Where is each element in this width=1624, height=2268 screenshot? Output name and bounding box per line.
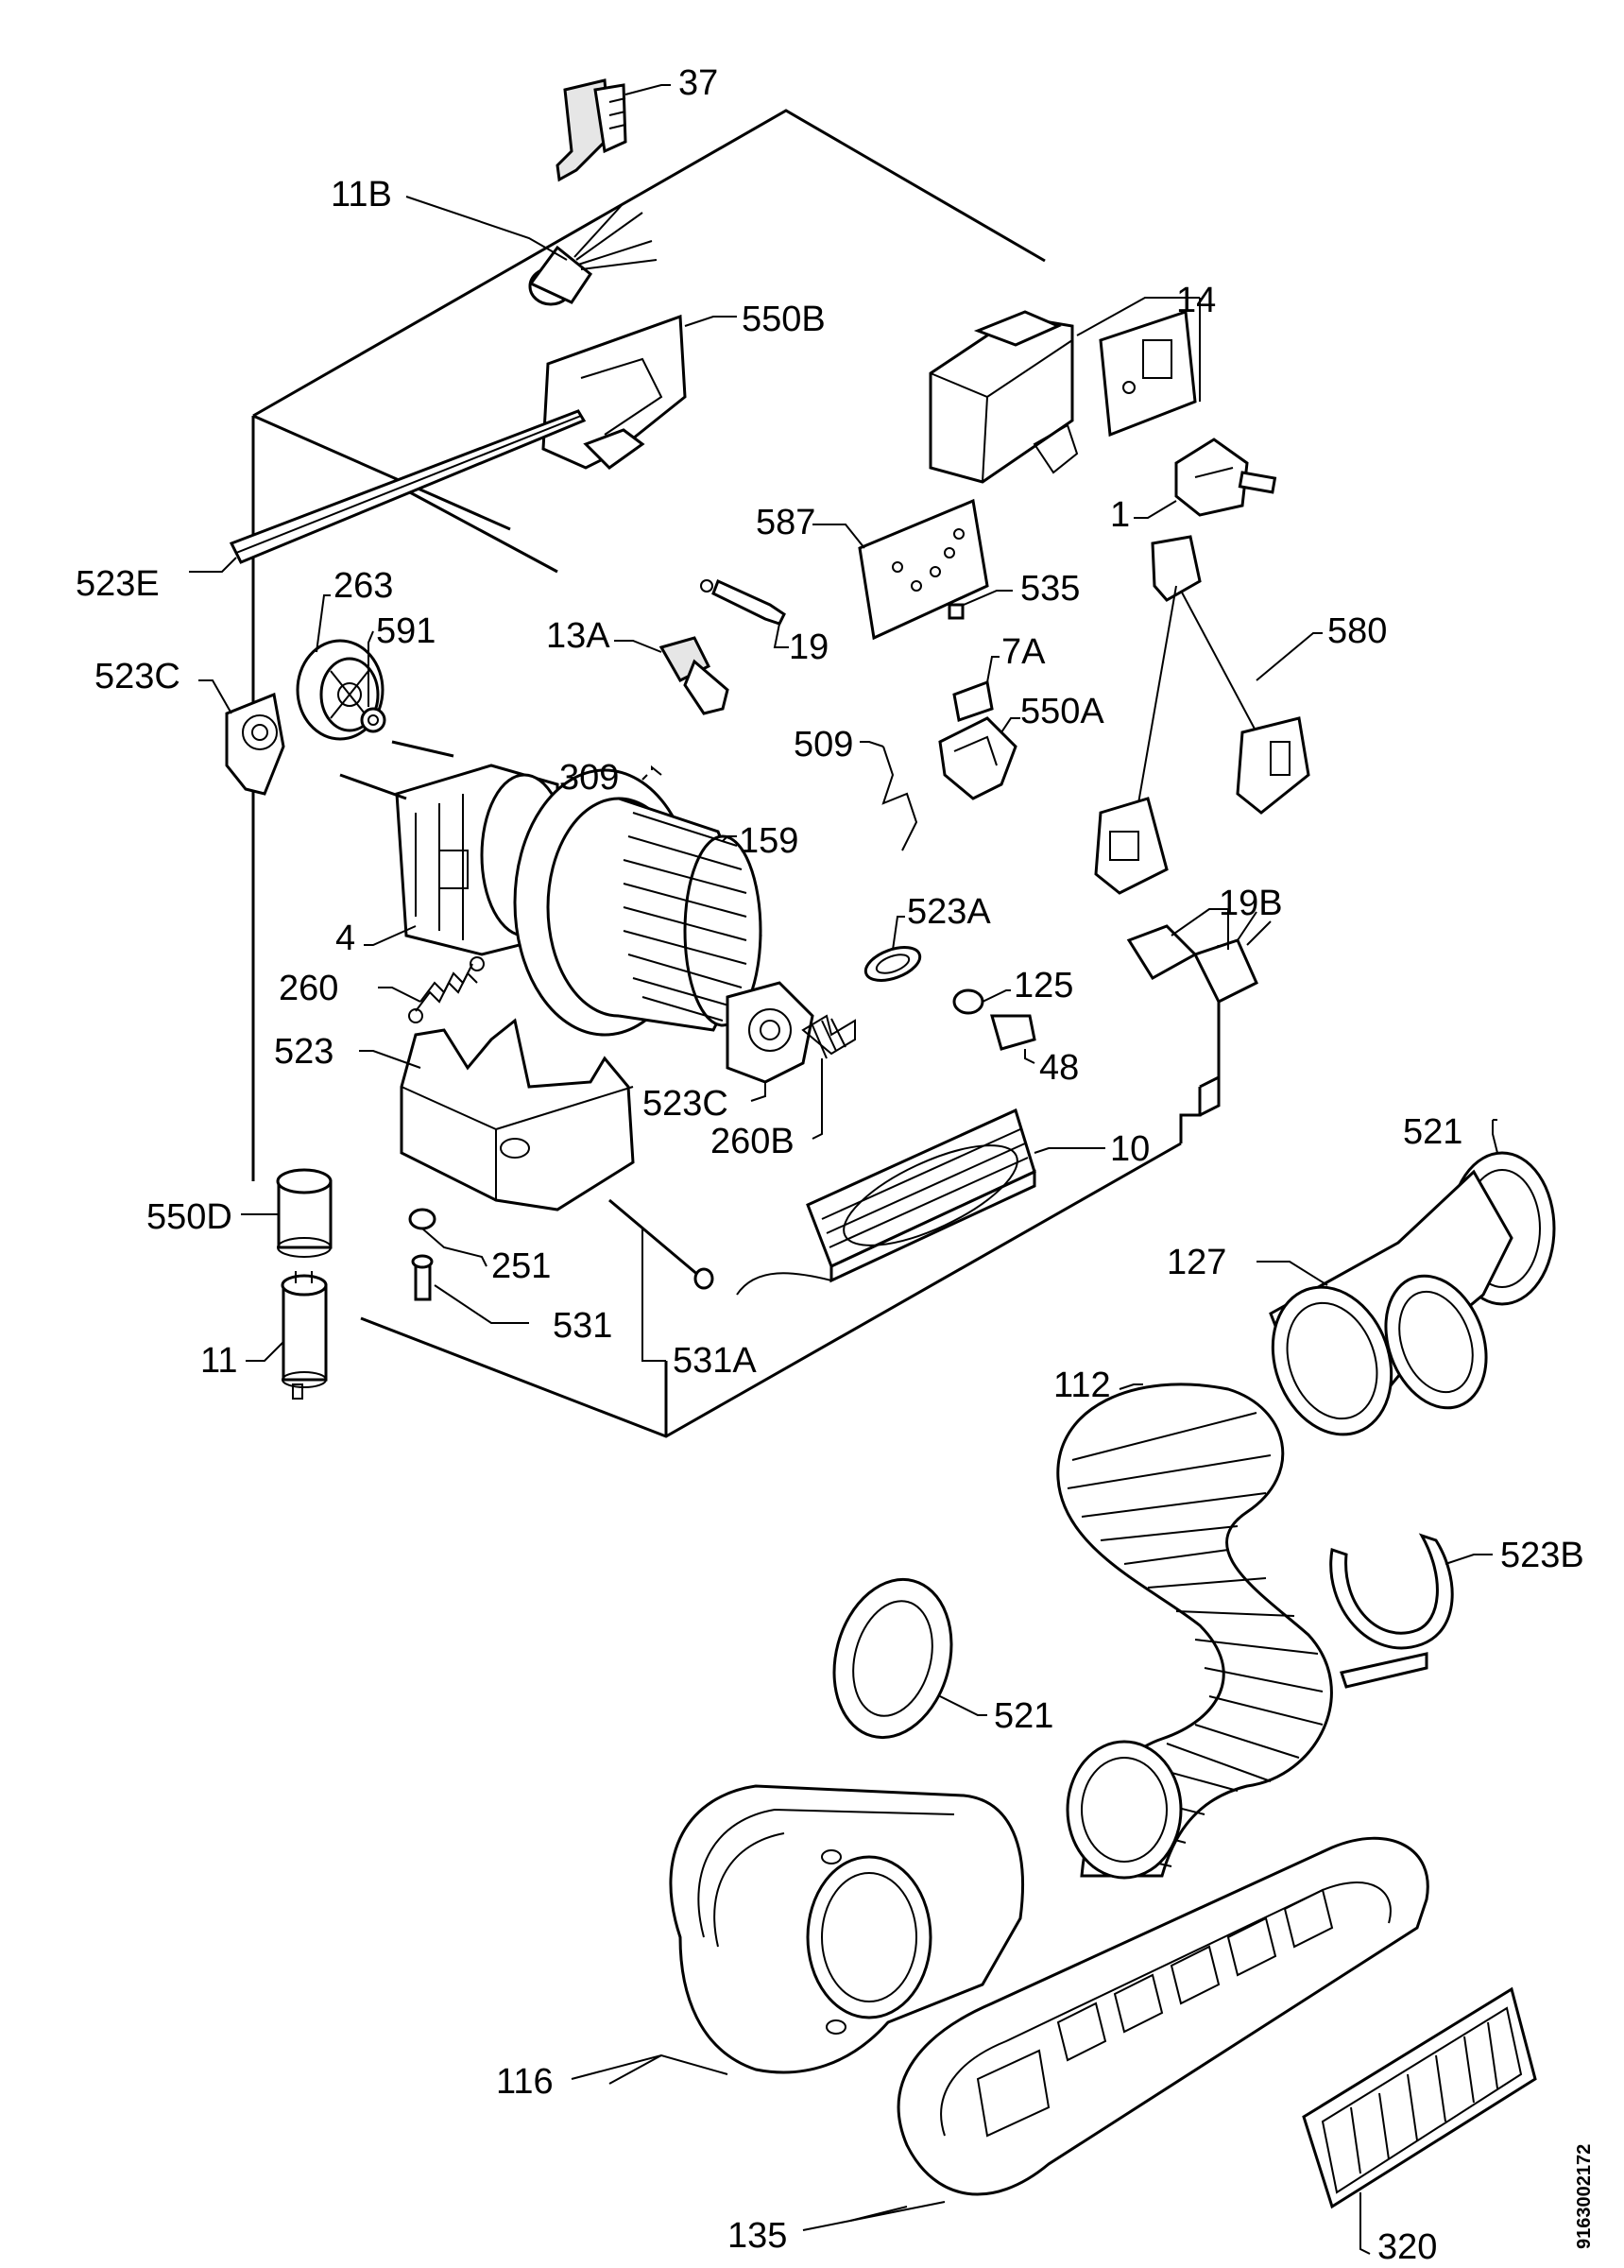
label-523c-bottom: 523C bbox=[642, 1084, 728, 1124]
part-535-clip bbox=[948, 590, 1013, 620]
part-112-flexible-hose bbox=[1056, 1383, 1333, 1880]
part-19-lamp bbox=[700, 578, 789, 648]
part-550b-bracket bbox=[541, 314, 737, 470]
label-587: 587 bbox=[756, 503, 815, 542]
label-260: 260 bbox=[279, 969, 338, 1008]
part-10-heating-element bbox=[736, 1108, 1105, 1296]
label-550b: 550B bbox=[742, 300, 826, 339]
part-7a-microswitch bbox=[952, 656, 1000, 722]
label-11b: 11B bbox=[331, 175, 392, 215]
label-531a: 531A bbox=[673, 1341, 757, 1381]
part-550d-cap bbox=[241, 1168, 333, 1258]
part-1-switch bbox=[1134, 438, 1277, 519]
label-260b: 260B bbox=[710, 1122, 795, 1161]
cabinet-frame bbox=[251, 109, 1221, 1438]
label-14: 14 bbox=[1176, 281, 1216, 320]
part-523c-bearing-bottom bbox=[726, 981, 814, 1102]
label-509: 509 bbox=[794, 725, 853, 765]
label-4: 4 bbox=[335, 919, 355, 958]
part-37-connector bbox=[556, 78, 671, 182]
part-127-t-duct bbox=[1256, 1169, 1513, 1436]
label-521-bottom: 521 bbox=[994, 1696, 1053, 1736]
label-10: 10 bbox=[1110, 1129, 1150, 1169]
label-523e: 523E bbox=[76, 564, 160, 604]
part-116-fan-housing bbox=[571, 1784, 1024, 2085]
label-159: 159 bbox=[739, 821, 798, 861]
part-125-48-thermostat bbox=[952, 988, 1036, 1064]
label-523: 523 bbox=[274, 1032, 333, 1072]
part-260-spring bbox=[378, 956, 485, 1023]
part-521-gasket-bottom bbox=[832, 1577, 987, 1740]
label-13a: 13A bbox=[546, 616, 610, 656]
label-531: 531 bbox=[553, 1306, 612, 1346]
part-260b-spring bbox=[801, 1014, 856, 1140]
label-37: 37 bbox=[678, 63, 718, 103]
label-309: 309 bbox=[559, 758, 619, 798]
document-number: 9163002172 bbox=[1574, 2144, 1595, 2249]
label-7a: 7A bbox=[1001, 632, 1046, 672]
part-509-spring-wire bbox=[860, 741, 918, 851]
label-19: 19 bbox=[789, 627, 829, 667]
label-11: 11 bbox=[200, 1341, 237, 1381]
part-11b-capacitor bbox=[405, 196, 658, 306]
part-591-washer bbox=[360, 630, 386, 733]
label-523a: 523A bbox=[907, 892, 991, 932]
label-263: 263 bbox=[333, 566, 393, 606]
part-320-filter-grille bbox=[1302, 1986, 1537, 2255]
label-550a: 550A bbox=[1020, 692, 1104, 731]
label-523c-top: 523C bbox=[94, 657, 180, 696]
label-591: 591 bbox=[376, 611, 436, 651]
part-251-531-fasteners bbox=[408, 1198, 714, 1362]
part-580-wiring-switches bbox=[1094, 535, 1323, 895]
label-251: 251 bbox=[491, 1246, 551, 1286]
part-523a-clip bbox=[863, 916, 922, 982]
part-550a-bracket bbox=[938, 716, 1020, 800]
label-116: 116 bbox=[496, 2062, 554, 2102]
label-535: 535 bbox=[1020, 569, 1080, 609]
label-550d: 550D bbox=[146, 1197, 232, 1237]
part-523b-clamp bbox=[1329, 1533, 1493, 1689]
part-587-board bbox=[812, 498, 989, 641]
label-125: 125 bbox=[1014, 966, 1073, 1005]
label-1: 1 bbox=[1110, 495, 1130, 535]
part-labels: 37 11B 550B 14 1 587 535 580 523E 263 59… bbox=[76, 63, 1595, 2267]
part-523c-bearing-top bbox=[198, 679, 285, 796]
part-309-159-fan-impeller bbox=[513, 765, 762, 1037]
label-580: 580 bbox=[1327, 611, 1387, 651]
label-19b: 19B bbox=[1219, 884, 1283, 923]
part-523-motor-bracket bbox=[359, 1018, 635, 1211]
part-135-filter-housing bbox=[802, 1836, 1429, 2231]
label-523b: 523B bbox=[1500, 1536, 1584, 1575]
label-48: 48 bbox=[1039, 1048, 1079, 1088]
label-127: 127 bbox=[1167, 1243, 1226, 1282]
label-521-top: 521 bbox=[1403, 1112, 1462, 1152]
part-19b-lamp-holder bbox=[1126, 908, 1272, 1005]
label-135: 135 bbox=[727, 2216, 787, 2256]
part-11-capacitor bbox=[246, 1271, 328, 1400]
label-112: 112 bbox=[1053, 1366, 1111, 1405]
label-320: 320 bbox=[1377, 2227, 1437, 2267]
part-13a-connector bbox=[614, 636, 729, 715]
part-523e-rail bbox=[189, 409, 587, 573]
part-14-control-module bbox=[929, 297, 1201, 484]
